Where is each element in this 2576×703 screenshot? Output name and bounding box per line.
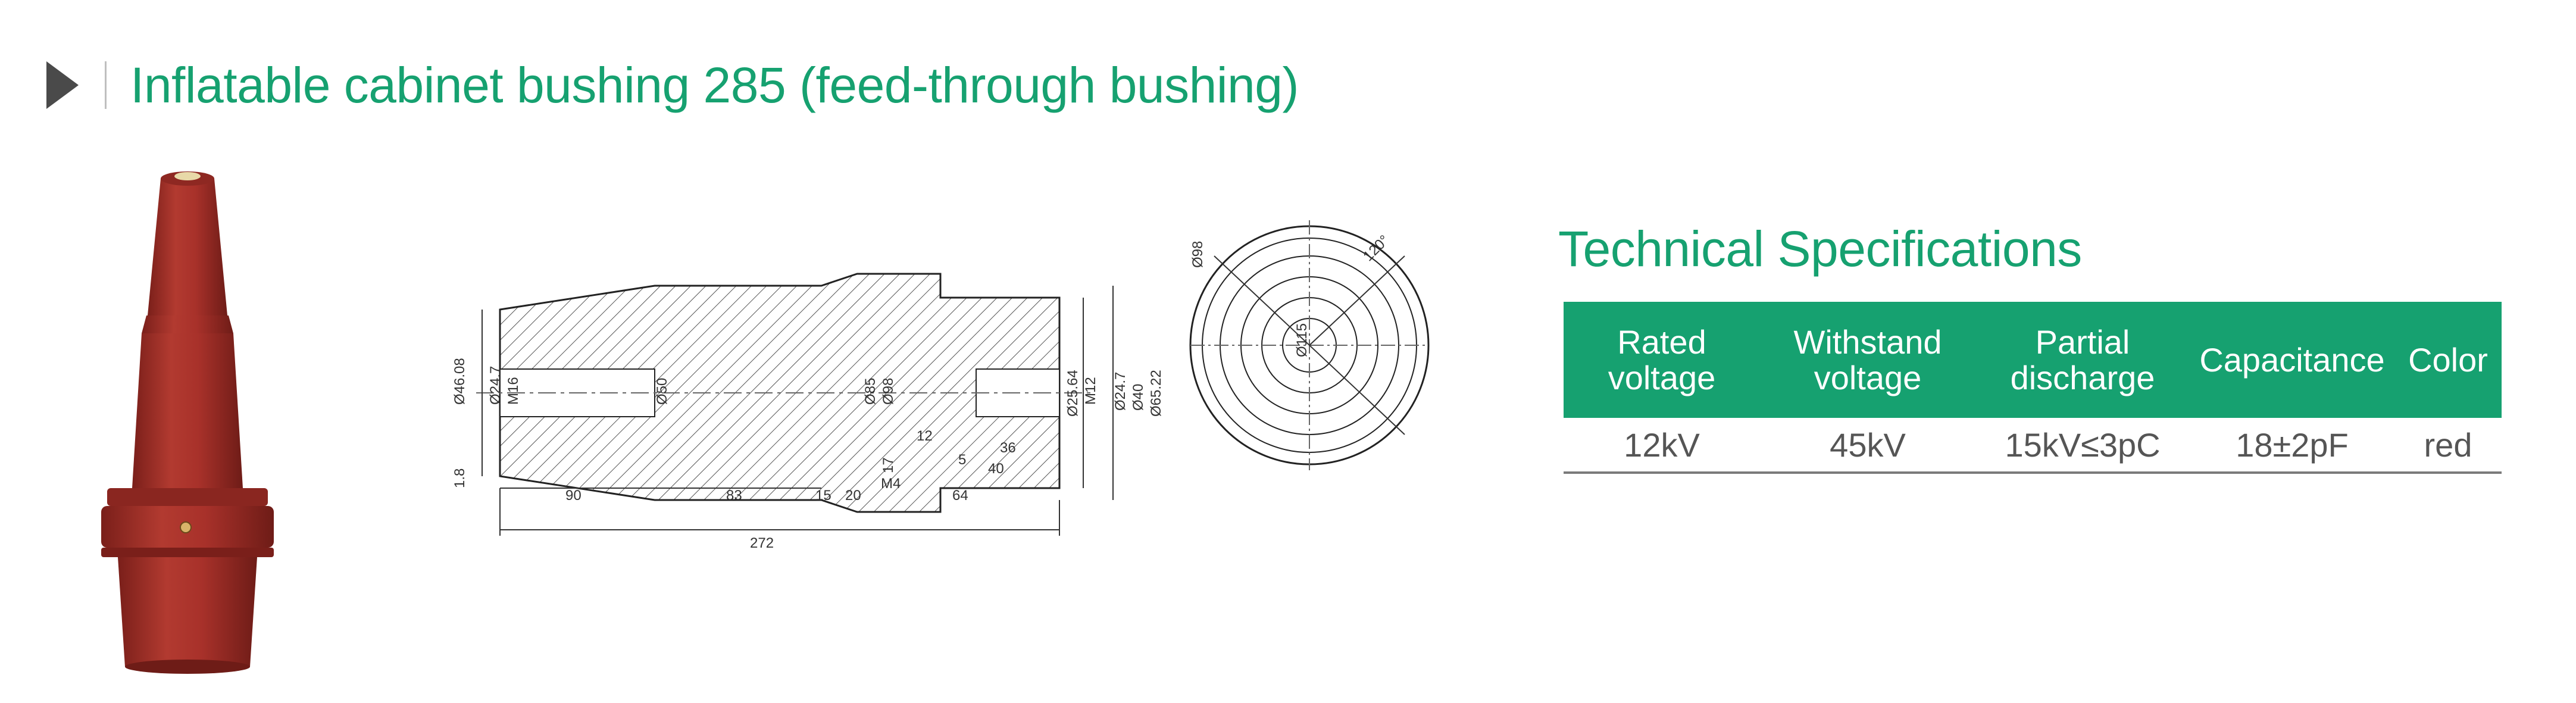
dim-center-2: Ø85 <box>862 378 879 405</box>
dim-len-1: 1.8 <box>452 468 468 488</box>
dim-len-4: 15 <box>815 488 831 504</box>
dim-right-3: Ø24.7 <box>1112 372 1128 411</box>
dim-left-thread: M16 <box>505 377 521 405</box>
cell-color: red <box>2394 418 2502 474</box>
title-bar: Inflatable cabinet bushing 285 (feed-thr… <box>46 52 1299 118</box>
dim-len-9: 40 <box>988 461 1004 477</box>
header-partial-discharge: Partial discharge <box>1975 302 2190 418</box>
page-title: Inflatable cabinet bushing 285 (feed-thr… <box>130 57 1299 113</box>
dim-center-1: Ø50 <box>654 378 670 405</box>
cell-capacitance: 18±2pF <box>2190 418 2394 474</box>
spec-heading: Technical Specifications <box>1558 221 2082 277</box>
product-photo <box>101 171 274 674</box>
dim-len-11: 12 <box>917 428 933 444</box>
dim-center-3: Ø98 <box>880 378 896 405</box>
end-dim-1: Ø98 <box>1190 241 1206 268</box>
dim-len-6: 64 <box>952 488 968 504</box>
dim-left-outer: Ø46.08 <box>452 358 468 405</box>
header-color: Color <box>2394 302 2502 418</box>
header-capacitance: Capacitance <box>2190 302 2394 418</box>
side-section-drawing: Ø46.08 Ø24.7 M16 Ø50 Ø85 Ø98 Ø25.64 M12 … <box>452 273 1164 551</box>
title-divider <box>105 61 107 109</box>
dim-len-10: 5 <box>958 452 966 468</box>
cell-rated-voltage: 12kV <box>1564 418 1760 474</box>
dim-right-4: Ø40 <box>1130 384 1146 411</box>
header-withstand-voltage: Withstand voltage <box>1760 302 1975 418</box>
dim-len-13: M4 <box>881 476 901 492</box>
cell-partial-discharge: 15kV≤3pC <box>1975 418 2190 474</box>
play-triangle-icon <box>46 61 79 109</box>
dim-len-3: 83 <box>726 488 742 504</box>
spec-header-row: Rated voltage Withstand voltage Partial … <box>1564 302 2502 418</box>
cell-withstand-voltage: 45kV <box>1760 418 1975 474</box>
end-view-drawing: Ø98 120° Ø115 <box>1189 220 1430 470</box>
dim-right-5: Ø65.22 <box>1148 370 1164 417</box>
dim-len-12: 17 <box>880 457 896 473</box>
end-dim-2: 120° <box>1360 232 1392 264</box>
dim-len-total: 272 <box>750 535 774 551</box>
table-row: 12kV 45kV 15kV≤3pC 18±2pF red <box>1564 418 2502 474</box>
dim-len-5: 20 <box>845 488 861 504</box>
header-rated-voltage: Rated voltage <box>1564 302 1760 418</box>
end-dim-3: Ø115 <box>1294 323 1310 357</box>
spec-table: Rated voltage Withstand voltage Partial … <box>1564 302 2502 474</box>
dim-len-2: 90 <box>565 488 582 504</box>
dim-left-inner: Ø24.7 <box>487 366 504 405</box>
dim-right-2: M12 <box>1083 377 1099 405</box>
dim-right-1: Ø25.64 <box>1065 370 1081 417</box>
dim-len-8: 36 <box>1000 440 1016 456</box>
